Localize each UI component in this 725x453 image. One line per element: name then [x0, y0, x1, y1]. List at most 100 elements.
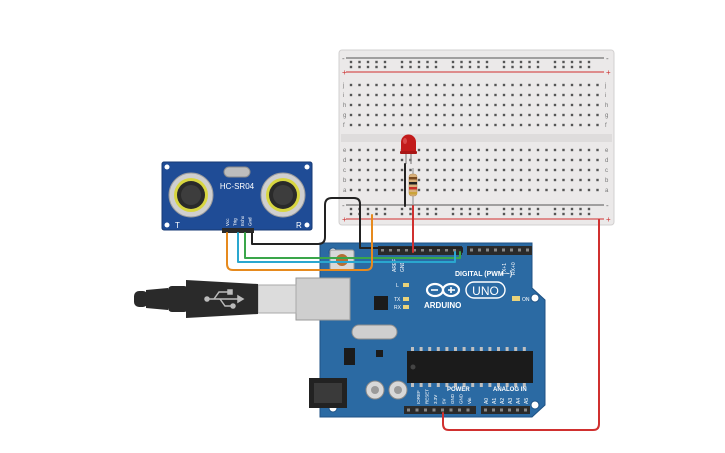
header-pin[interactable]: [516, 408, 519, 412]
header-pin[interactable]: [492, 408, 495, 412]
breadboard-hole[interactable]: [579, 148, 582, 152]
breadboard-hole[interactable]: [383, 168, 387, 172]
breadboard-hole[interactable]: [434, 178, 438, 182]
breadboard-hole[interactable]: [349, 60, 353, 64]
wire-echo-green[interactable]: [244, 232, 461, 259]
breadboard-hole[interactable]: [511, 93, 514, 97]
breadboard-hole[interactable]: [451, 65, 455, 69]
breadboard-hole[interactable]: [485, 178, 489, 182]
breadboard-hole[interactable]: [502, 60, 506, 64]
breadboard-hole[interactable]: [596, 188, 599, 192]
breadboard-hole[interactable]: [349, 207, 353, 211]
breadboard-hole[interactable]: [596, 93, 599, 97]
breadboard-hole[interactable]: [536, 123, 540, 127]
breadboard-hole[interactable]: [349, 103, 353, 107]
breadboard-hole[interactable]: [426, 148, 429, 152]
breadboard-hole[interactable]: [579, 123, 582, 127]
breadboard-hole[interactable]: [383, 93, 387, 97]
breadboard-hole[interactable]: [426, 178, 429, 182]
breadboard-hole[interactable]: [570, 113, 574, 117]
breadboard-hole[interactable]: [545, 113, 548, 117]
breadboard-hole[interactable]: [502, 148, 506, 152]
header-pin[interactable]: [429, 248, 432, 252]
breadboard-hole[interactable]: [494, 158, 497, 162]
breadboard-hole[interactable]: [392, 158, 395, 162]
breadboard-hole[interactable]: [366, 158, 370, 162]
breadboard-hole[interactable]: [451, 188, 455, 192]
breadboard-hole[interactable]: [383, 103, 387, 107]
breadboard-hole[interactable]: [400, 65, 404, 69]
header-pin[interactable]: [415, 408, 419, 412]
breadboard-hole[interactable]: [383, 65, 387, 69]
breadboard-hole[interactable]: [502, 65, 506, 69]
breadboard-hole[interactable]: [562, 113, 565, 117]
breadboard-hole[interactable]: [536, 212, 540, 216]
breadboard-hole[interactable]: [502, 178, 506, 182]
breadboard-hole[interactable]: [417, 188, 421, 192]
breadboard-hole[interactable]: [392, 168, 395, 172]
breadboard-hole[interactable]: [511, 60, 514, 64]
breadboard-hole[interactable]: [494, 83, 497, 87]
breadboard-hole[interactable]: [392, 148, 395, 152]
breadboard-hole[interactable]: [477, 60, 480, 64]
breadboard-hole[interactable]: [375, 123, 378, 127]
breadboard-hole[interactable]: [358, 158, 361, 162]
breadboard-hole[interactable]: [460, 212, 463, 216]
breadboard-hole[interactable]: [392, 123, 395, 127]
header-pin[interactable]: [518, 248, 521, 252]
breadboard-hole[interactable]: [375, 158, 378, 162]
wire-5v-red[interactable]: [442, 219, 600, 431]
breadboard-holes[interactable]: [349, 60, 599, 216]
breadboard-hole[interactable]: [375, 103, 378, 107]
breadboard-hole[interactable]: [417, 103, 421, 107]
breadboard-hole[interactable]: [460, 188, 463, 192]
breadboard-hole[interactable]: [587, 168, 591, 172]
breadboard-hole[interactable]: [511, 158, 514, 162]
breadboard-hole[interactable]: [596, 103, 599, 107]
breadboard-hole[interactable]: [579, 158, 582, 162]
breadboard-hole[interactable]: [358, 93, 361, 97]
breadboard-hole[interactable]: [451, 103, 455, 107]
header-pin[interactable]: [453, 248, 456, 252]
breadboard-hole[interactable]: [366, 188, 370, 192]
breadboard-hole[interactable]: [485, 103, 489, 107]
breadboard-hole[interactable]: [570, 212, 574, 216]
header-pin[interactable]: [437, 248, 440, 252]
breadboard-hole[interactable]: [545, 188, 548, 192]
breadboard-hole[interactable]: [400, 123, 404, 127]
breadboard-hole[interactable]: [434, 103, 438, 107]
resistor[interactable]: [408, 168, 418, 205]
header-pin[interactable]: [449, 408, 453, 412]
breadboard-hole[interactable]: [434, 158, 438, 162]
breadboard-hole[interactable]: [460, 103, 463, 107]
breadboard-hole[interactable]: [375, 168, 378, 172]
breadboard-hole[interactable]: [417, 113, 421, 117]
breadboard-hole[interactable]: [553, 93, 557, 97]
breadboard-hole[interactable]: [426, 188, 429, 192]
breadboard-hole[interactable]: [451, 158, 455, 162]
power-header[interactable]: [404, 406, 476, 414]
breadboard-hole[interactable]: [358, 60, 361, 64]
breadboard-hole[interactable]: [443, 188, 446, 192]
breadboard-hole[interactable]: [536, 113, 540, 117]
breadboard-hole[interactable]: [511, 123, 514, 127]
breadboard-hole[interactable]: [366, 212, 370, 216]
breadboard-hole[interactable]: [528, 113, 531, 117]
breadboard-hole[interactable]: [426, 168, 429, 172]
breadboard-hole[interactable]: [494, 103, 497, 107]
breadboard-hole[interactable]: [434, 123, 438, 127]
breadboard-hole[interactable]: [460, 113, 463, 117]
breadboard-hole[interactable]: [477, 168, 480, 172]
breadboard-hole[interactable]: [545, 123, 548, 127]
breadboard-hole[interactable]: [400, 60, 404, 64]
breadboard-hole[interactable]: [587, 178, 591, 182]
breadboard-hole[interactable]: [400, 207, 404, 211]
breadboard-hole[interactable]: [349, 148, 353, 152]
breadboard-hole[interactable]: [409, 60, 412, 64]
breadboard-hole[interactable]: [596, 158, 599, 162]
breadboard-hole[interactable]: [451, 148, 455, 152]
breadboard-hole[interactable]: [434, 93, 438, 97]
breadboard-hole[interactable]: [443, 178, 446, 182]
breadboard-hole[interactable]: [528, 65, 531, 69]
breadboard-hole[interactable]: [443, 158, 446, 162]
